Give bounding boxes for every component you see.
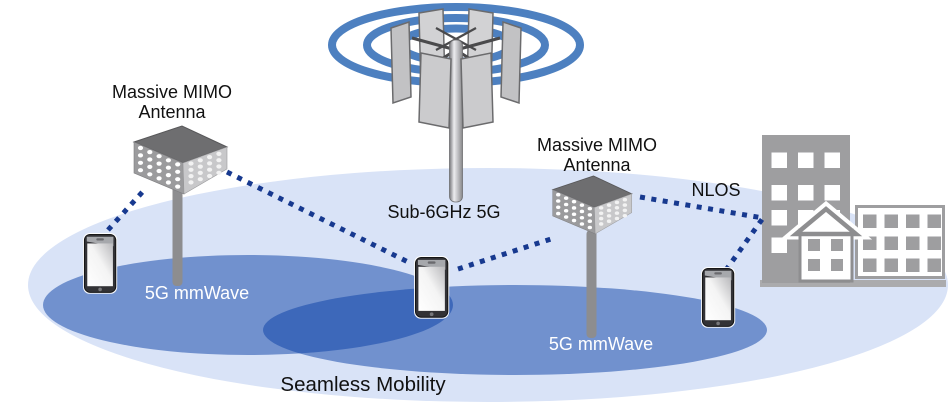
coverage-ellipse-small-cell-right bbox=[263, 285, 767, 375]
nlos-label: NLOS bbox=[691, 180, 741, 200]
mimo-right-label: Massive MIMO Antenna bbox=[517, 135, 677, 175]
mimo-left-label-line1: Massive MIMO bbox=[111, 82, 232, 102]
mimo-right-label-line2: Antenna bbox=[563, 155, 631, 175]
mmwave-right-label: 5G mmWave bbox=[548, 334, 654, 354]
mimo-left-label-line2: Antenna bbox=[138, 102, 206, 122]
mmwave-left-label: 5G mmWave bbox=[144, 283, 250, 303]
smartphone-icon-middle bbox=[413, 255, 450, 320]
house-icon bbox=[779, 200, 873, 283]
smartphone-icon-right bbox=[700, 266, 736, 329]
cell-tower-icon bbox=[328, 3, 584, 203]
smartphone-icon-left bbox=[82, 232, 118, 295]
mimo-left-label: Massive MIMO Antenna bbox=[92, 82, 252, 122]
wireless-link-phone1-mimo-left bbox=[106, 186, 148, 232]
buildings-icon bbox=[760, 135, 946, 287]
mimo-antenna-left-icon bbox=[133, 125, 228, 286]
sub6ghz-label: Sub-6GHz 5G bbox=[387, 202, 501, 222]
mimo-right-label-line1: Massive MIMO bbox=[536, 135, 657, 155]
seamless-mobility-label: Seamless Mobility bbox=[280, 373, 446, 396]
wireless-link-phone2-mimo-right bbox=[457, 236, 552, 272]
mimo-antenna-right-icon bbox=[552, 175, 633, 338]
